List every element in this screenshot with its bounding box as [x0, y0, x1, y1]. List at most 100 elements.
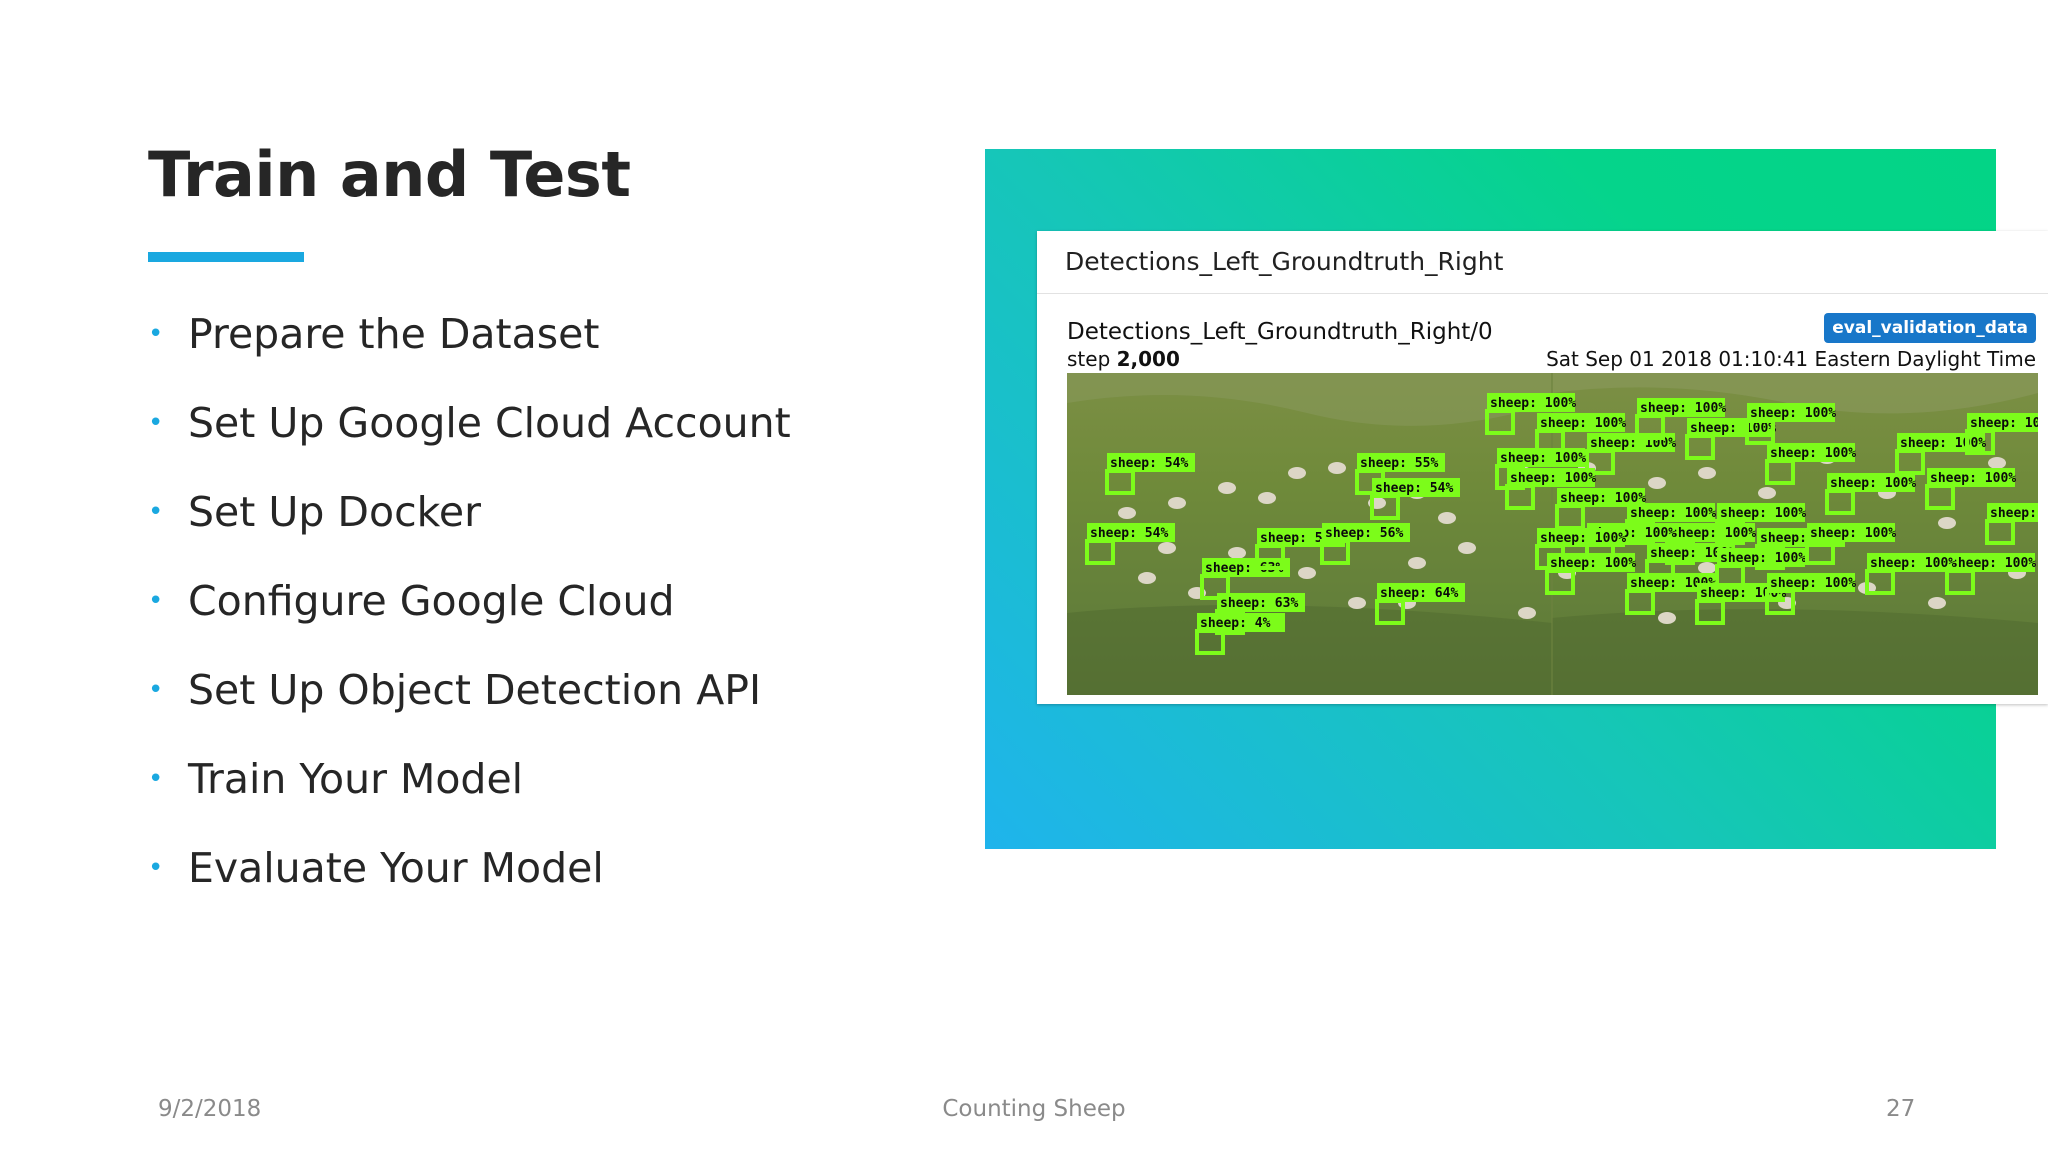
detection-label-bg — [1647, 543, 1735, 562]
detection-label-bg — [1087, 523, 1175, 542]
bullet-list: • Prepare the Dataset • Set Up Google Clou… — [148, 298, 791, 921]
detection-label: sheep: 63% — [1220, 596, 1298, 611]
detection-label: sheep: 100% — [1640, 401, 1726, 416]
detection-label: sheep: 54% — [1110, 456, 1188, 471]
bullet-item: •Configure Google Cloud — [148, 565, 791, 654]
sheep-blob — [1698, 467, 1716, 479]
bullet-dot-icon: • — [148, 764, 164, 794]
detection-label: sheep: 100% — [1700, 586, 1786, 601]
detection-label: sheep: 100% — [1770, 446, 1856, 461]
step-text: step — [1067, 347, 1111, 371]
detection-label-bg — [1697, 583, 1785, 602]
detection-label-bg — [1807, 523, 1895, 542]
detection-label: sheep: 100% — [1900, 436, 1986, 451]
detection-label: sheep: 100% — [1630, 576, 1716, 591]
sheep-blob — [1158, 542, 1176, 554]
footer-date: 9/2/2018 — [158, 1096, 262, 1122]
sheep-blob — [1218, 482, 1236, 494]
detection-label: sheep: 64% — [1380, 586, 1458, 601]
detection-label: sheep: 56% — [1325, 526, 1403, 541]
step-value: 2,000 — [1116, 347, 1180, 371]
sheep-blob — [1658, 612, 1676, 624]
page-number: 27 — [1886, 1096, 1916, 1122]
sheep-blob — [1288, 467, 1306, 479]
detection-label: sheep: 100% — [1630, 506, 1716, 521]
detection-label: sheep: 100% — [1540, 531, 1626, 546]
detection-label: sheep: 100% — [1930, 471, 2016, 486]
sheep-blob — [1168, 497, 1186, 509]
bullet-dot-icon: • — [148, 408, 164, 438]
sheep-blob — [1348, 597, 1366, 609]
timestamp: Sat Sep 01 2018 01:10:41 Eastern Dayligh… — [1546, 347, 2036, 371]
sheep-blob — [1458, 542, 1476, 554]
sheep-blob — [1938, 517, 1956, 529]
detection-label-bg — [1967, 413, 2038, 432]
bullet-dot-icon: • — [148, 497, 164, 527]
detection-label: sheep: 100% — [1670, 526, 1756, 541]
detection-label-bg — [1202, 558, 1290, 577]
detection-label-bg — [1747, 403, 1835, 422]
detection-label-bg — [1537, 413, 1625, 432]
detection-label: sheep: 55% — [1360, 456, 1438, 471]
sheep-blob — [1988, 457, 2006, 469]
sheep-blob — [1138, 572, 1156, 584]
detection-label: sheep: 54% — [1375, 481, 1453, 496]
detection-label: sheep: 100% — [1950, 556, 2036, 571]
detection-label: sheep: 100% — [1830, 476, 1916, 491]
bullet-text: Set Up Google Cloud Account — [188, 399, 791, 447]
bullet-text: Train Your Model — [188, 755, 524, 803]
detection-label: sheep: 100% — [1540, 416, 1626, 431]
detection-label-bg — [1627, 573, 1715, 592]
detection-label: sheep: 100% — [1490, 396, 1576, 411]
bullet-item: • Set Up Docker — [148, 476, 791, 565]
detection-label-bg — [1547, 553, 1635, 572]
step-label: step 2,000 — [1067, 347, 1180, 371]
detection-label-bg — [1627, 503, 1715, 522]
detection-label: sheep: 100% — [1500, 451, 1586, 466]
detection-label-bg — [1357, 453, 1445, 472]
detection-label-bg — [1372, 478, 1460, 497]
detection-label: sheep: 100% — [1550, 556, 1636, 571]
sheep-blob — [1928, 597, 1946, 609]
detection-label: sheep: 100% — [1970, 416, 2038, 431]
bullet-dot-icon: • — [148, 319, 164, 349]
detection-label: sheep: 100% — [1810, 526, 1896, 541]
sheep-blob — [1438, 512, 1456, 524]
card-title: Detections_Left_Groundtruth_Right — [1037, 231, 2048, 294]
detection-label: sheep: 63% — [1205, 561, 1283, 576]
detection-label: sheep: 100% — [1770, 576, 1856, 591]
detection-label-bg — [1947, 553, 2035, 572]
sheep-blob — [1298, 567, 1316, 579]
detection-overlay: sheep: 54% sheep: 54% sheep: 63% sheep: 63%… — [1085, 393, 2038, 655]
bullet-dot-icon: • — [148, 586, 164, 616]
sheep-blob — [1518, 607, 1536, 619]
sheep-blob — [1258, 492, 1276, 504]
bullet-dot-icon: • — [148, 675, 164, 705]
run-badge[interactable]: eval_validation_data — [1824, 313, 2036, 343]
sheep-blob — [1118, 507, 1136, 519]
detection-label: sheep: 100% — [1720, 506, 1806, 521]
detection-label: sheep: 100% — [1690, 421, 1776, 436]
bullet-text: Prepare the Dataset — [188, 310, 600, 358]
detection-label-bg — [1537, 528, 1625, 547]
detection-label-bg — [1767, 443, 1855, 462]
sheep-blob — [1408, 557, 1426, 569]
detection-label-bg — [1107, 453, 1195, 472]
detection-label-bg — [1217, 593, 1305, 612]
sheep-blob — [1698, 562, 1716, 574]
detection-label-bg — [1827, 473, 1915, 492]
detection-label: sheep: 100% — [1750, 406, 1836, 421]
sheep-blob — [1758, 487, 1776, 499]
detection-label-bg — [1667, 523, 1755, 542]
detection-label-bg — [1497, 448, 1585, 467]
bullet-text: Set Up Docker — [188, 488, 481, 536]
detection-label: sheep: 100% — [1990, 506, 2038, 521]
detection-label: sheep: 100% — [1510, 471, 1596, 486]
detection-label-bg — [1717, 548, 1805, 567]
detection-label: sheep: 100% — [1720, 551, 1806, 566]
sheep-blob — [1648, 477, 1666, 489]
sheep-blob — [1228, 547, 1246, 559]
bullet-item: •Set Up Object Detection API — [148, 654, 791, 743]
detection-label-bg — [1897, 433, 1985, 452]
detection-label: sheep: 100% — [1560, 491, 1646, 506]
